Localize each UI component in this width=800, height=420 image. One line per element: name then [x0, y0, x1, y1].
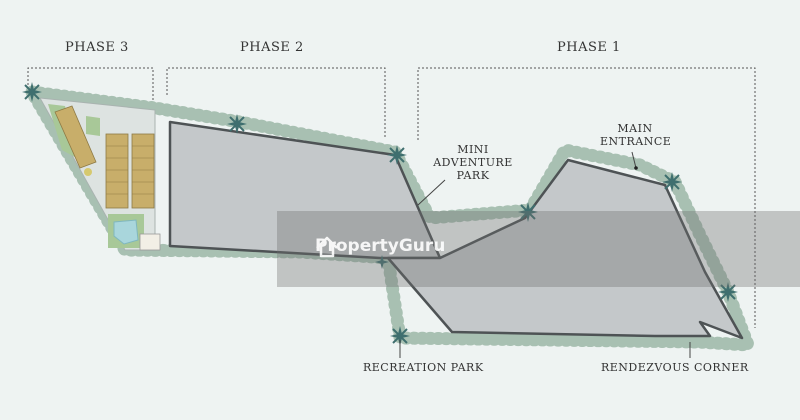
garden-flower: [84, 168, 92, 176]
phase-3-bracket: [27, 67, 154, 100]
townhouse-blocks: [54, 105, 155, 209]
townhouse-block: [105, 133, 129, 209]
recreation-park-label: RECREATION PARK: [363, 361, 484, 374]
palm-trees: [22, 82, 738, 346]
palm-icon: [22, 82, 42, 102]
mini-adventure-park-label: MINI ADVENTURE PARK: [433, 143, 513, 182]
label-line: PARK: [456, 169, 490, 182]
palm-icon: [518, 202, 538, 222]
entrance-marker: [634, 166, 638, 170]
rendezvous-corner-label: RENDEZVOUS CORNER: [601, 361, 749, 374]
main-entrance-label: MAIN ENTRANCE: [600, 122, 672, 148]
main-entrance-leader: [631, 151, 637, 169]
label-line: MINI: [457, 143, 489, 156]
watermark-text: PropertyGuru: [315, 236, 446, 256]
clubhouse: [139, 233, 161, 251]
phase-3-green-small: [86, 116, 100, 136]
watermark: PropertyGuru: [315, 236, 446, 258]
label-line: MAIN: [617, 122, 653, 135]
palm-icon: [390, 326, 410, 346]
label-leaders: [399, 151, 691, 358]
phase-1-land: [386, 158, 744, 340]
phase-1-title: PHASE 1: [557, 40, 621, 55]
mini-adventure-park-leader: [417, 179, 446, 206]
label-line: ADVENTURE: [433, 156, 513, 169]
palm-icon: [387, 145, 407, 165]
townhouse-block: [54, 105, 97, 169]
label-line: ENTRANCE: [600, 135, 672, 148]
palm-icon: [227, 114, 247, 134]
palm-icon: [375, 255, 389, 269]
palm-icon: [718, 282, 738, 302]
watermark-band: [277, 211, 800, 287]
phase-1-bracket: [417, 67, 756, 328]
townhouse-dividers: [106, 145, 154, 195]
phase-2-title: PHASE 2: [240, 40, 304, 55]
palm-icon: [662, 172, 682, 192]
phase-brackets: [27, 67, 756, 328]
propertyguru-logo-icon: [316, 236, 338, 258]
phase-2-bracket: [166, 67, 386, 138]
phase-3-title: PHASE 3: [65, 40, 129, 55]
townhouse-block: [131, 133, 155, 209]
swimming-pool: [113, 219, 139, 245]
